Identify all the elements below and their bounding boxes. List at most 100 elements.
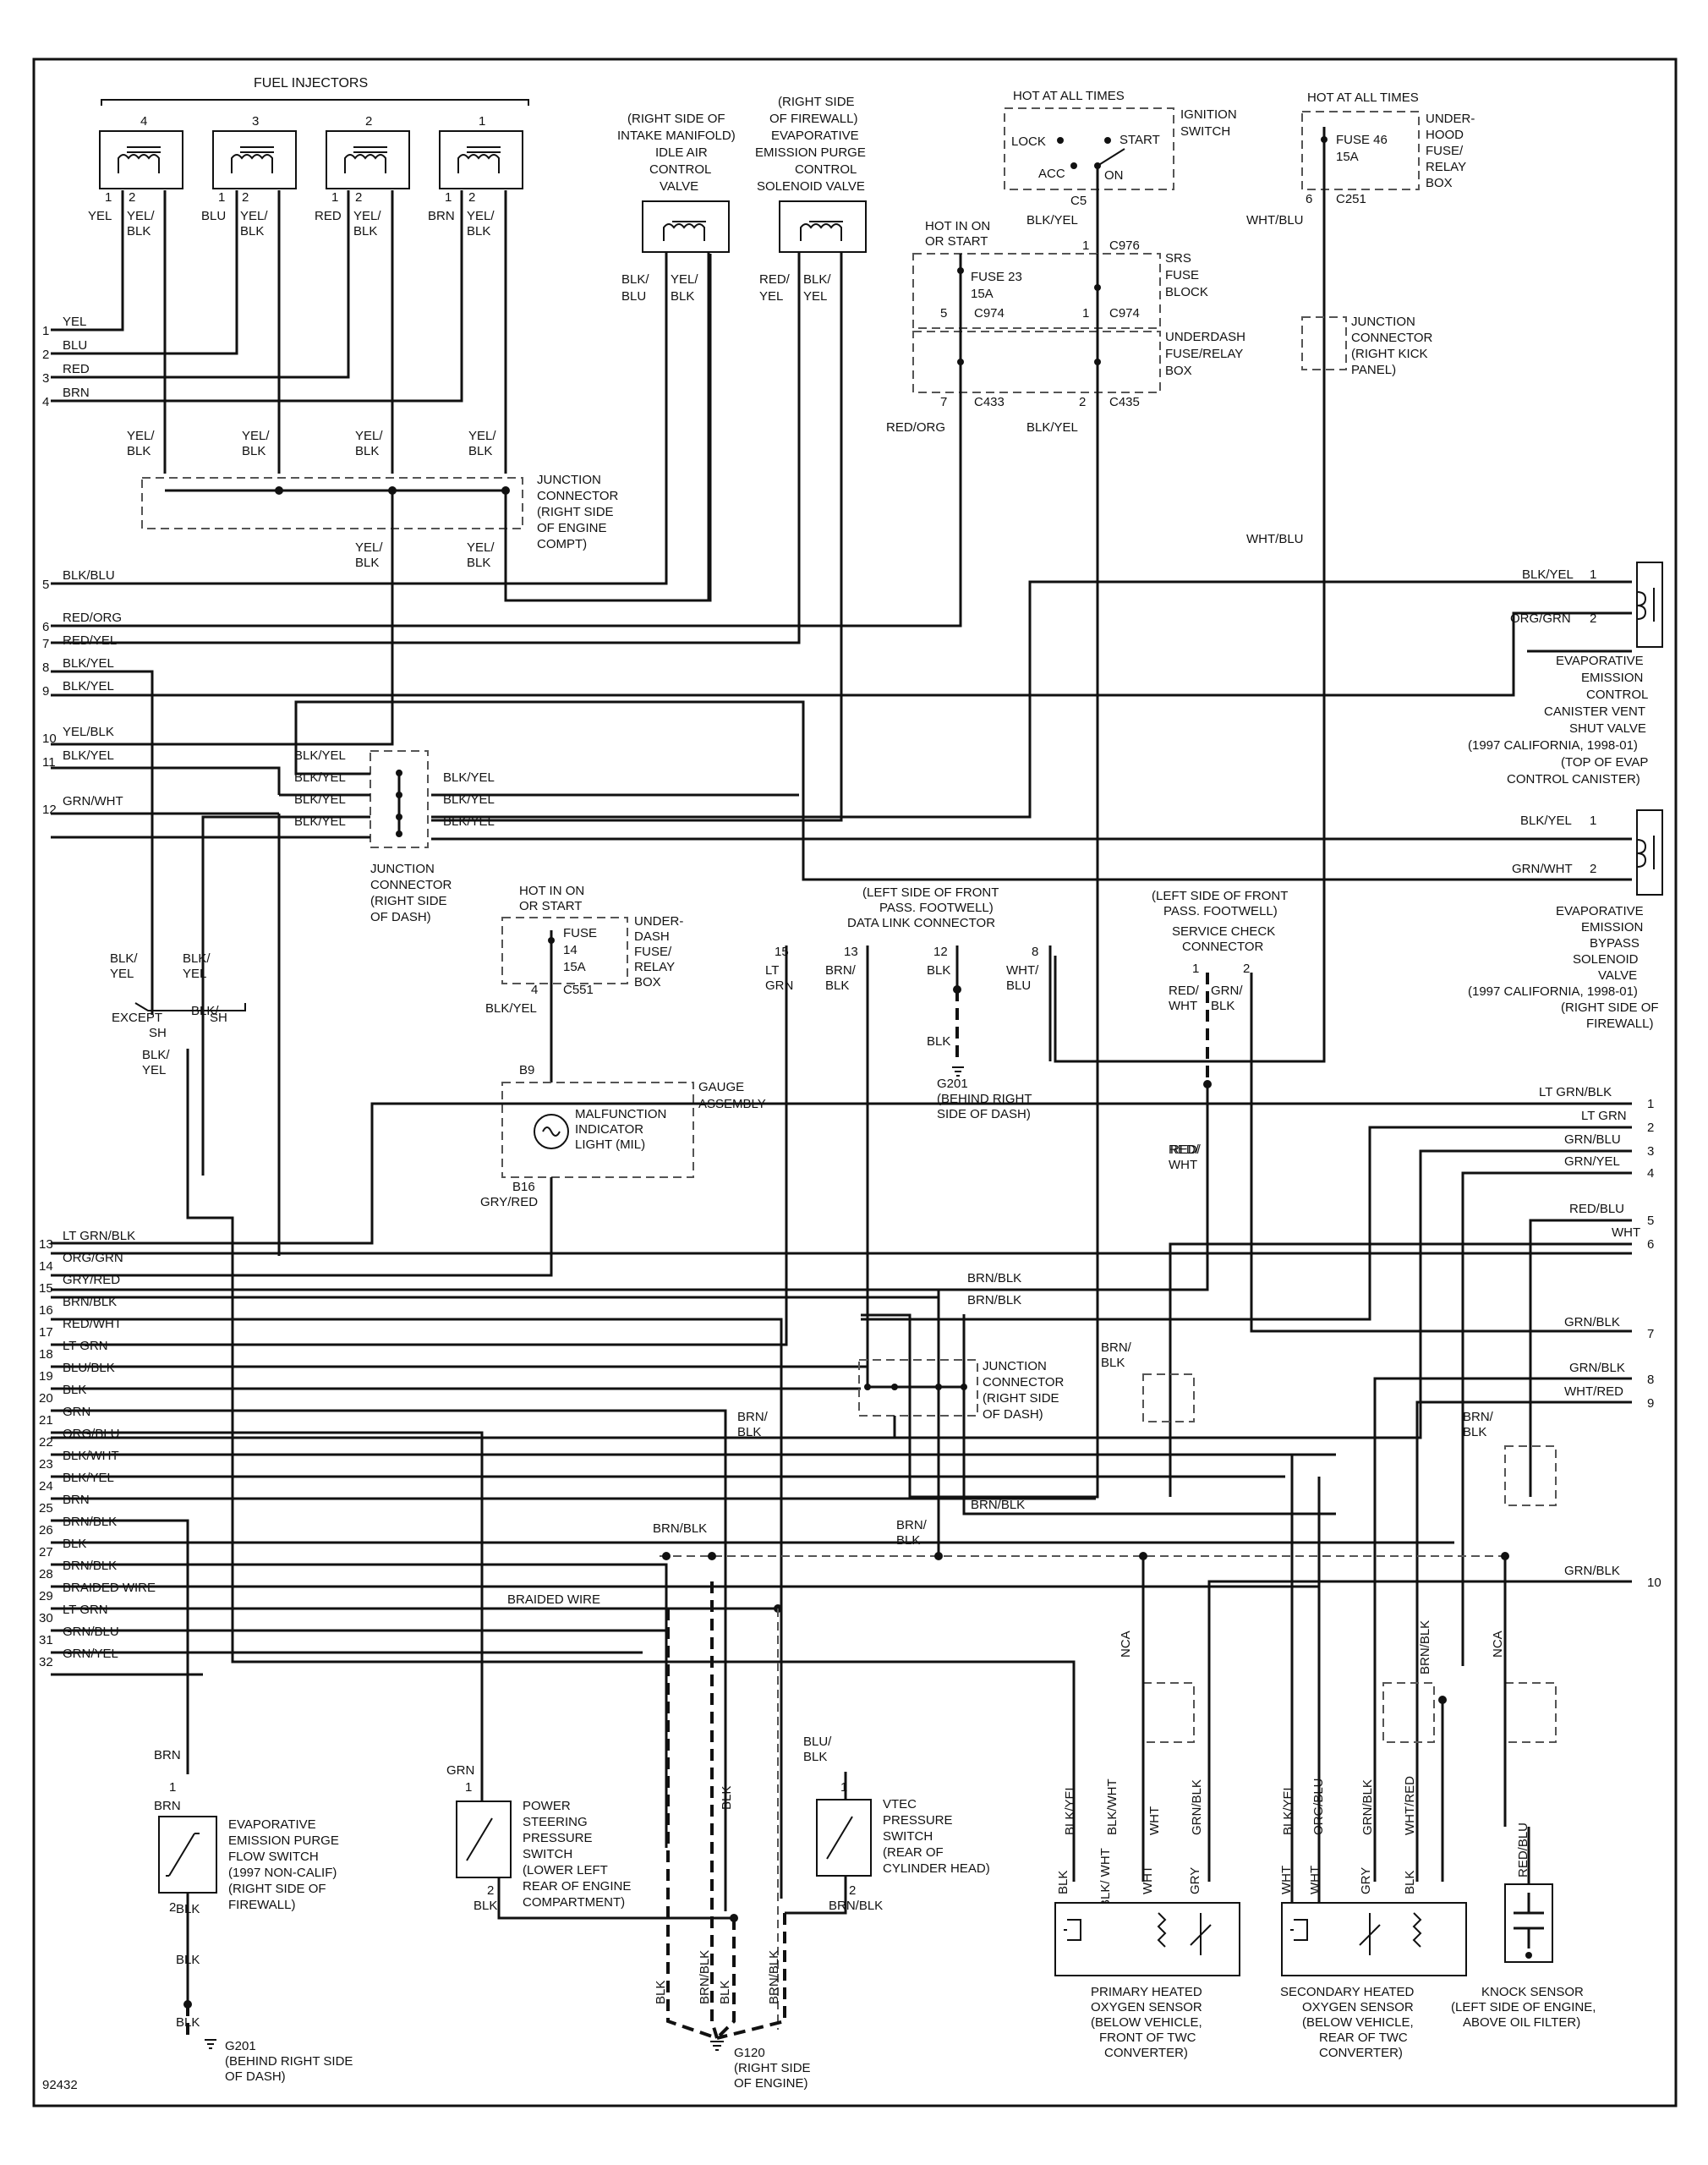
bypass-line: BYPASS bbox=[1590, 936, 1640, 951]
wire-label: BLK bbox=[468, 444, 492, 458]
idle-air-control-valve: (RIGHT SIDE OF INTAKE MANIFOLD) IDLE AIR… bbox=[617, 112, 736, 304]
ps-pin: 1 bbox=[465, 1780, 472, 1795]
vtec-line: VTEC bbox=[883, 1797, 917, 1811]
gauge-assembly: B9 GAUGE ASSEMBLY MALFUNCTION INDICATOR … bbox=[480, 1063, 766, 1209]
srs-fuse-block: HOT IN ON OR START 1 C976 FUSE 23 15A 5 … bbox=[912, 219, 1208, 329]
po2-line: FRONT OF TWC bbox=[1099, 2031, 1196, 2045]
ignition-pos: ACC bbox=[1038, 167, 1065, 181]
wire-label: BRN bbox=[428, 209, 455, 223]
purge-line: EMISSION PURGE bbox=[755, 145, 866, 160]
wire-label: YEL/ bbox=[127, 209, 155, 223]
wire-label: BLK bbox=[467, 224, 490, 238]
coil-icon bbox=[231, 146, 274, 173]
fuse14-conn: C551 bbox=[563, 983, 594, 997]
po2-line: OXYGEN SENSOR bbox=[1091, 2000, 1202, 2014]
underdash-conn: 2 bbox=[1079, 395, 1086, 409]
injector-4: 4 1 2 YEL YEL/ BLK bbox=[88, 114, 183, 238]
wire-label: YEL/ bbox=[127, 429, 155, 443]
switch-icon bbox=[466, 1817, 493, 1861]
wire-label: BLU bbox=[201, 209, 226, 223]
knock-sensor: RED/BLU KNOCK SENSOR (LEFT SIDE OF ENGIN… bbox=[1451, 1822, 1596, 2030]
pcm-pin-number: 31 bbox=[39, 1633, 53, 1647]
svc-wire: WHT bbox=[1169, 999, 1197, 1013]
ignition-switch: HOT AT ALL TIMES IGNITION SWITCH LOCK ST… bbox=[1004, 89, 1237, 227]
vent-line: EVAPORATIVE bbox=[1556, 654, 1644, 668]
ignition-pos: LOCK bbox=[1011, 134, 1046, 149]
kick-line: PANEL) bbox=[1351, 363, 1396, 377]
wire-label: BLK bbox=[242, 444, 266, 458]
ps-pin: 2 bbox=[487, 1883, 494, 1898]
fuse14-line: UNDER- bbox=[634, 914, 683, 929]
injector-number: 1 bbox=[479, 114, 485, 129]
pcm-pin-number: 21 bbox=[39, 1413, 53, 1428]
purge-control-solenoid: (RIGHT SIDE OF FIREWALL) EVAPORATIVE EMI… bbox=[755, 95, 867, 304]
pcm-pin-number: 6 bbox=[1647, 1237, 1654, 1252]
srs-conn: C976 bbox=[1109, 238, 1140, 253]
wire-label: BLK bbox=[127, 444, 151, 458]
so2-pin: WHT bbox=[1279, 1866, 1294, 1894]
pcm-pin-number: 4 bbox=[42, 395, 49, 409]
bypass-solenoid-valve: BLK/YEL 1 GRN/WHT 2 EVAPORATIVE EMISSION… bbox=[1468, 809, 1663, 1031]
so2-line: REAR OF TWC bbox=[1319, 2031, 1408, 2045]
wire-label: YEL/ bbox=[355, 540, 383, 555]
pcm-pin-number: 29 bbox=[39, 1589, 53, 1603]
pcm-pin-number: 22 bbox=[39, 1435, 53, 1450]
srs-conn: 5 bbox=[940, 306, 947, 321]
underdash-conn: C435 bbox=[1109, 395, 1140, 409]
po2-pin: BLK/ WHT bbox=[1098, 1848, 1113, 1908]
pf-line: (RIGHT SIDE OF bbox=[228, 1882, 326, 1896]
pf-line: FLOW SWITCH bbox=[228, 1850, 319, 1864]
g120-wire: BLK bbox=[718, 1981, 732, 2004]
purge-flow-switch: BRN 1 BRN 2 BLK BLK BLK EVAPORATIVE EMIS… bbox=[154, 1748, 353, 2084]
pf-line: EMISSION PURGE bbox=[228, 1833, 339, 1848]
shield-cylinders bbox=[1142, 1373, 1557, 1743]
vtec-wire: BRN/BLK bbox=[829, 1899, 883, 1913]
coil-icon bbox=[457, 146, 501, 173]
so2-wire: WHT/RED bbox=[1403, 1776, 1417, 1835]
srs-fuse: 15A bbox=[971, 287, 994, 301]
ps-line: SWITCH bbox=[523, 1847, 572, 1861]
purge-wire: BLK/ bbox=[803, 272, 831, 287]
pcm-pin-number: 3 bbox=[42, 371, 49, 386]
iac-line: CONTROL bbox=[649, 162, 711, 177]
pcm-pin-wire: LT GRN/BLK bbox=[63, 1229, 135, 1243]
srs-conn: C974 bbox=[1109, 306, 1140, 321]
gauge-line: GAUGE bbox=[698, 1080, 744, 1094]
pcm-pin-number: 14 bbox=[39, 1259, 53, 1274]
svc-line: PASS. FOOTWELL) bbox=[1163, 904, 1278, 918]
ps-line: POWER bbox=[523, 1799, 571, 1813]
g120-wire: BLK bbox=[654, 1981, 668, 2004]
po2-pin: BLK bbox=[1056, 1871, 1070, 1894]
canister-vent-shut-valve: BLK/YEL 1 ORG/GRN 2 EVAPORATIVE EMISSION… bbox=[1468, 562, 1663, 787]
pcm-pin-wire: WHT/RED bbox=[1564, 1384, 1623, 1399]
pcm-pin-wire: BRN bbox=[63, 386, 90, 400]
vent-line: CONTROL CANISTER) bbox=[1507, 772, 1640, 787]
jd1-right: BLK/YEL bbox=[443, 770, 495, 785]
underhood-conn: C251 bbox=[1336, 192, 1366, 206]
pcm-pin-number: 20 bbox=[39, 1391, 53, 1406]
brnblk-label: BRN/BLK bbox=[971, 1498, 1025, 1512]
iac-wire: BLK bbox=[671, 289, 694, 304]
pf-ground: G201 bbox=[225, 2039, 256, 2053]
fuse14-hot: HOT IN ON bbox=[519, 884, 584, 898]
pcm-pin-number: 17 bbox=[39, 1325, 53, 1340]
ignition-pos: ON bbox=[1104, 168, 1124, 183]
g120-wire: BRN/BLK bbox=[767, 1950, 781, 2004]
pcm-pin-number: 7 bbox=[42, 637, 49, 651]
knock-line: ABOVE OIL FILTER) bbox=[1463, 2015, 1580, 2030]
junction-engine-line: (RIGHT SIDE bbox=[537, 505, 614, 519]
underdash-line: FUSE/RELAY bbox=[1165, 347, 1243, 361]
except-label: EXCEPT bbox=[112, 1011, 162, 1025]
injector-pin: 1 bbox=[105, 190, 112, 205]
srs-line: SRS bbox=[1165, 251, 1191, 266]
pcm-pin-wire: LT GRN bbox=[1581, 1109, 1627, 1123]
so2-pin: BLK bbox=[1403, 1871, 1417, 1894]
svc-pin: 2 bbox=[1243, 962, 1250, 976]
g120-line: OF ENGINE) bbox=[734, 2076, 808, 2091]
purge-wire: YEL bbox=[759, 289, 783, 304]
ps-wire: GRN bbox=[446, 1763, 474, 1778]
wire-label: BLK bbox=[737, 1425, 761, 1439]
ground-icon bbox=[710, 2041, 724, 2051]
wire-label: YEL/ bbox=[242, 429, 270, 443]
pcm-pin-number: 16 bbox=[39, 1303, 53, 1318]
